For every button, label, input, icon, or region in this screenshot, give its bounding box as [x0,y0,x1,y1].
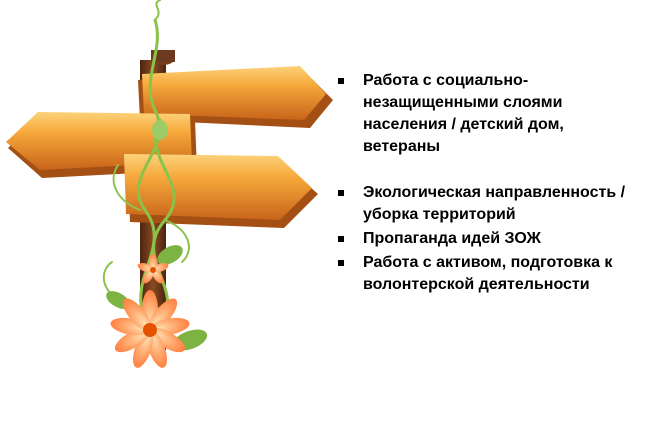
bullet-text: Пропаганда идей ЗОЖ [363,230,542,247]
bullet-marker [338,236,344,242]
bullet-text: Работа с активом, подготовка к волонтерс… [363,254,613,293]
sign-board-bottom [124,154,318,228]
bullet-item: Экологическая направленность / уборка те… [338,182,638,226]
bullet-marker [338,78,344,84]
bullet-item: Пропаганда идей ЗОЖ [338,228,638,250]
bullet-item: Работа с активом, подготовка к волонтерс… [338,252,638,296]
signpost-illustration [6,0,333,368]
bullet-text: Экологическая направленность / уборка те… [363,184,626,223]
large-flower [110,290,190,368]
bullet-marker [338,260,344,266]
bullet-item: Работа с социально-незащищенными слоями … [338,70,638,158]
bullet-list: Работа с социально-незащищенными слоями … [338,70,638,296]
bullet-marker [338,190,344,196]
sign-board-top [138,66,333,128]
small-flower [137,254,169,284]
bullet-text: Работа с социально-незащищенными слоями … [363,72,564,155]
